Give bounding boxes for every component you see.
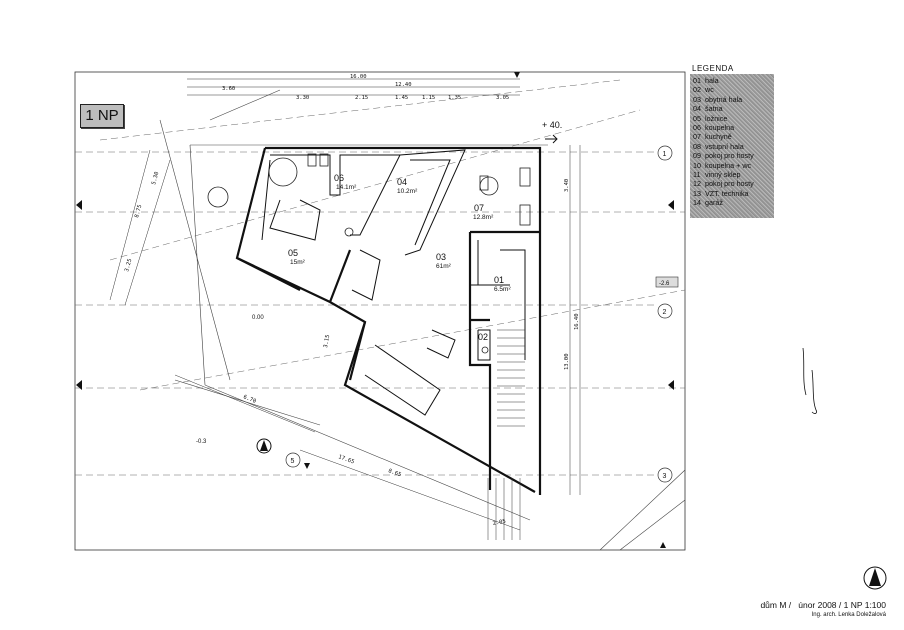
room-03-area: 61m² xyxy=(436,263,452,270)
dim-bottom-3: 8.65 xyxy=(387,468,402,478)
dim-left-diag-3: 3.25 xyxy=(124,258,133,272)
title-block-line: dům M / únor 2008 / 1 NP 1:100 xyxy=(760,600,886,610)
room-07-number: 07 xyxy=(474,203,484,213)
grid-axis-markers xyxy=(285,145,673,483)
room-06-number: 06 xyxy=(334,173,344,183)
dim-seg-5: 1.35 xyxy=(448,95,461,101)
dim-seg-6: 3.05 xyxy=(496,95,509,101)
author: Ing. arch. Lenka Doležalová xyxy=(811,612,886,618)
dim-seg-1: 3.30 xyxy=(296,95,309,101)
handwritten-sketch xyxy=(802,347,818,414)
room-04-area: 10.2m² xyxy=(397,188,418,195)
building-walls xyxy=(235,146,542,495)
drawing-frame xyxy=(74,71,686,551)
room-06-area: 14.1m² xyxy=(336,184,357,191)
north-arrow-icon xyxy=(863,566,887,590)
stairs xyxy=(487,329,525,540)
level-minus-low: -0.3 xyxy=(196,439,207,445)
section-markers xyxy=(76,72,674,548)
axis-2-label: 2 xyxy=(663,309,667,316)
room-04-number: 04 xyxy=(397,177,407,187)
dim-top-left: 3.60 xyxy=(222,86,235,92)
inner-walls xyxy=(261,149,526,416)
dim-bottom-right: 2.05 xyxy=(492,519,506,527)
dimension-lines xyxy=(109,78,581,531)
dim-inner-small: 3.15 xyxy=(323,334,331,348)
level-minus-right: -2.6 xyxy=(659,281,670,287)
level-zero: 0.00 xyxy=(252,315,264,321)
date-scale: únor 2008 / 1 NP 1:100 xyxy=(798,600,886,610)
level-entry: + 40. xyxy=(542,120,562,130)
dim-bottom-2: 17.65 xyxy=(337,454,355,465)
entry-arrow-icon xyxy=(545,134,558,144)
title-block: dům M / únor 2008 / 1 NP 1:100 Ing. arch… xyxy=(760,600,886,618)
dim-seg-2: 2.15 xyxy=(355,95,368,101)
room-01-number: 01 xyxy=(494,275,504,285)
room-02-number: 02 xyxy=(478,332,488,342)
grid-lines xyxy=(75,79,686,476)
dim-bottom-1: 6.70 xyxy=(242,394,257,405)
room-03-number: 03 xyxy=(436,252,446,262)
room-05-area: 15m² xyxy=(290,259,306,266)
dim-right-top: 3.40 xyxy=(564,179,570,192)
project-name: dům M / xyxy=(760,600,792,610)
axis-3-label: 3 xyxy=(663,473,667,480)
dim-left-diag-1: 5.30 xyxy=(151,171,160,185)
level-box xyxy=(655,276,679,288)
dim-left-diag-2: 8.75 xyxy=(134,204,143,218)
site-boundary xyxy=(159,89,686,551)
axis-1-label: 1 xyxy=(663,151,667,158)
room-07-area: 12.8m² xyxy=(473,214,494,221)
floor-title-badge: 1 NP xyxy=(80,104,124,128)
plan-north-icon xyxy=(256,438,272,454)
dim-right-total: 16.40 xyxy=(574,313,580,330)
furniture xyxy=(207,153,531,354)
dim-top-total: 16.00 xyxy=(350,74,367,80)
dim-right-mid: 13.00 xyxy=(564,353,570,370)
dim-top-second: 12.40 xyxy=(395,82,412,88)
legend-title: LEGENDA xyxy=(692,64,734,73)
dim-seg-4: 1.15 xyxy=(422,95,435,101)
dim-seg-3: 1.45 xyxy=(395,95,408,101)
room-05-number: 05 xyxy=(288,248,298,258)
axis-5-label: 5 xyxy=(291,458,295,465)
room-01-area: 6.5m² xyxy=(494,286,511,293)
